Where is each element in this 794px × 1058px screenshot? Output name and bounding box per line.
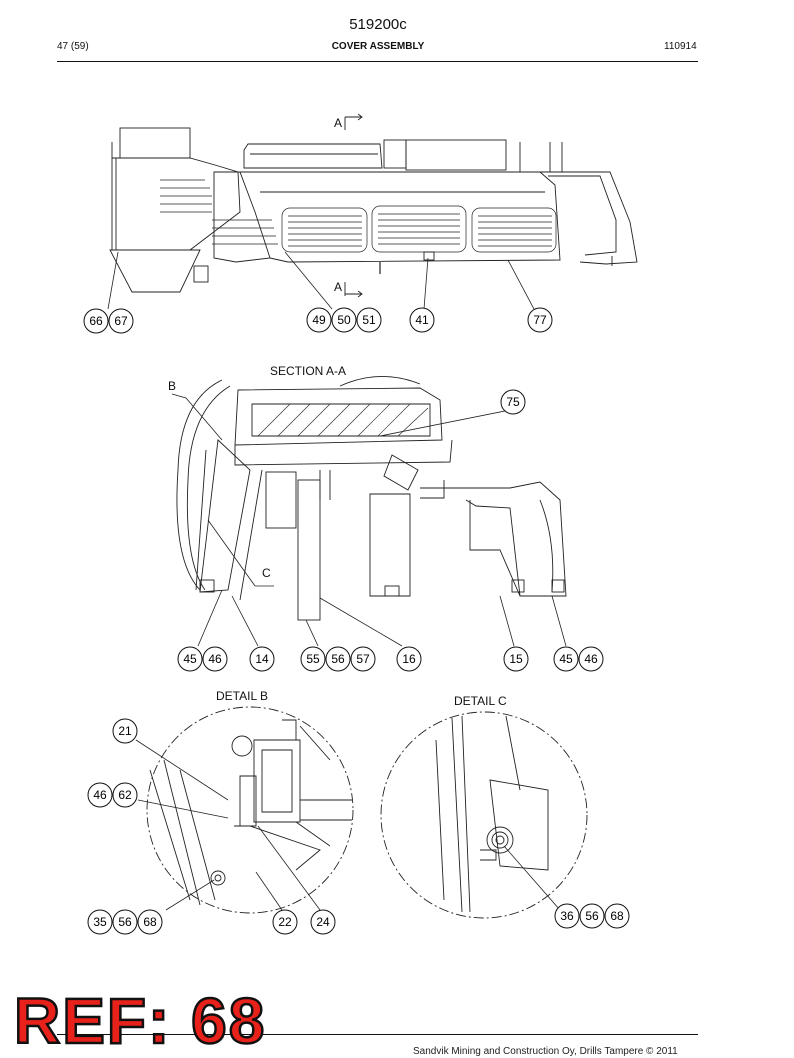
callout-68-detail-b: 68 — [137, 909, 163, 935]
callout-41: 41 — [409, 307, 435, 333]
callout-14-label: 14 — [255, 652, 269, 666]
callout-35: 35 — [87, 909, 113, 935]
callout-46-detail-b: 46 — [87, 782, 113, 808]
footer-copyright: Sandvik Mining and Construction Oy, Dril… — [413, 1046, 678, 1057]
callout-66-label: 66 — [89, 314, 103, 328]
callout-15-label: 15 — [509, 652, 523, 666]
detail-b-drawing — [146, 706, 354, 914]
callout-22: 22 — [272, 909, 298, 935]
callout-45-right: 45 — [553, 646, 579, 672]
callout-57: 57 — [350, 646, 376, 672]
section-mark-a-bottom: A — [334, 280, 343, 294]
ref-stamp: REF: 68 — [13, 984, 267, 1058]
callout-24-label: 24 — [316, 915, 330, 929]
callout-56-section: 56 — [325, 646, 351, 672]
detail-c-drawing — [380, 711, 588, 919]
callout-46-left-label: 46 — [208, 652, 222, 666]
callout-56-detail-b-label: 56 — [118, 915, 132, 929]
callout-62-label: 62 — [118, 788, 132, 802]
callout-68-detail-b-label: 68 — [143, 915, 157, 929]
callout-36: 36 — [554, 903, 580, 929]
callout-51-label: 51 — [362, 313, 376, 327]
callout-50: 50 — [331, 307, 357, 333]
callout-21-label: 21 — [118, 724, 132, 738]
callout-75-label: 75 — [506, 395, 520, 409]
side-view-drawing — [109, 113, 638, 298]
callout-68-detail-c-label: 68 — [610, 909, 624, 923]
callout-45-left-label: 45 — [183, 652, 197, 666]
callout-62: 62 — [112, 782, 138, 808]
callout-55: 55 — [300, 646, 326, 672]
header-rule — [57, 61, 698, 62]
detail-mark-b: B — [168, 379, 177, 393]
page-number: 47 (59) — [57, 41, 89, 52]
callout-51: 51 — [356, 307, 382, 333]
callout-15: 15 — [503, 646, 529, 672]
callout-46-right-label: 46 — [584, 652, 598, 666]
callout-75: 75 — [500, 389, 526, 415]
callout-41-label: 41 — [415, 313, 429, 327]
callout-21: 21 — [112, 718, 138, 744]
callout-56-detail-c: 56 — [579, 903, 605, 929]
document-code: 519200c — [349, 16, 407, 33]
detail-mark-c: C — [262, 566, 271, 580]
section-a-a-drawing — [176, 376, 567, 621]
callout-66: 66 — [83, 308, 109, 334]
callout-50-label: 50 — [337, 313, 351, 327]
callout-49-label: 49 — [312, 313, 326, 327]
detail-b-label: DETAIL B — [216, 689, 269, 703]
section-mark-a-top: A — [334, 116, 343, 130]
callout-16: 16 — [396, 646, 422, 672]
callout-14: 14 — [249, 646, 275, 672]
callout-45-right-label: 45 — [559, 652, 573, 666]
callout-49: 49 — [306, 307, 332, 333]
callout-35-label: 35 — [93, 915, 107, 929]
callout-67-label: 67 — [114, 314, 128, 328]
document-date: 110914 — [664, 41, 697, 52]
callout-45-left: 45 — [177, 646, 203, 672]
callout-24: 24 — [310, 909, 336, 935]
callout-77: 77 — [527, 307, 553, 333]
callout-36-label: 36 — [560, 909, 574, 923]
callout-16-label: 16 — [402, 652, 416, 666]
section-a-a-label: SECTION A-A — [270, 364, 347, 378]
callout-68-detail-c: 68 — [604, 903, 630, 929]
callout-57-label: 57 — [356, 652, 370, 666]
callout-46-detail-b-label: 46 — [93, 788, 107, 802]
callout-67: 67 — [108, 308, 134, 334]
callout-55-label: 55 — [306, 652, 320, 666]
callout-56-section-label: 56 — [331, 652, 345, 666]
page-title: COVER ASSEMBLY — [331, 41, 425, 52]
callout-77-label: 77 — [533, 313, 547, 327]
callout-46-right: 46 — [578, 646, 604, 672]
footer-rule — [57, 1034, 698, 1035]
callout-22-label: 22 — [278, 915, 292, 929]
callout-56-detail-b: 56 — [112, 909, 138, 935]
detail-c-label: DETAIL C — [454, 694, 507, 708]
callout-46-left: 46 — [202, 646, 228, 672]
callout-56-detail-c-label: 56 — [585, 909, 599, 923]
